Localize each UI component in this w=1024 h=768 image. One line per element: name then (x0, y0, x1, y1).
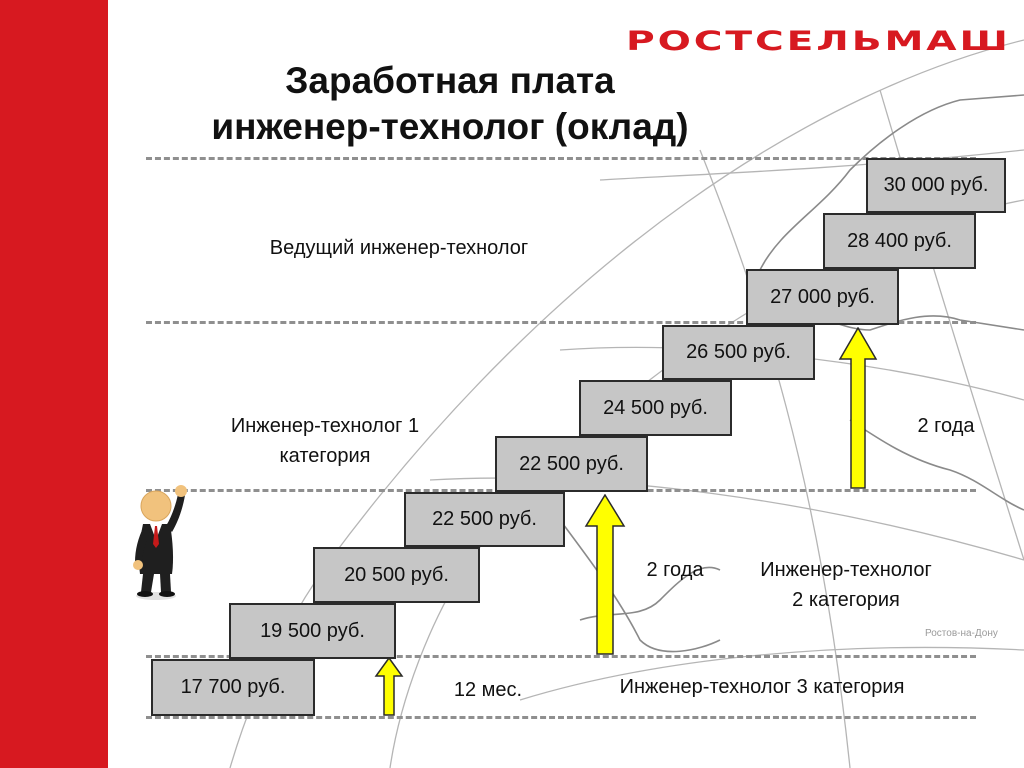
label-category-3: Инженер-технолог 3 категория (619, 676, 905, 698)
salary-step-4: 22 500 руб. (404, 492, 565, 547)
label-duration-2-years-lower: 2 года (646, 559, 704, 581)
label-duration-2-years-upper: 2 года (917, 415, 975, 437)
map-city-label: Ростов-на-Дону (925, 628, 998, 639)
salary-step-3: 20 500 руб. (313, 547, 480, 603)
salary-step-1: 17 700 руб. (151, 659, 315, 716)
level-divider-top (146, 157, 976, 160)
label-category-2-line-2: 2 категория (792, 589, 900, 611)
label-category-1-line-2: категория (279, 445, 371, 467)
label-leading-engineer: Ведущий инженер-технолог (269, 237, 529, 259)
title-line-1: Заработная плата (285, 60, 615, 101)
arrow-2-years-upper (838, 327, 878, 489)
salary-step-2: 19 500 руб. (229, 603, 396, 659)
brand-logo: РОСТСЕЛЬМАШ (626, 26, 1011, 57)
salary-step-8: 27 000 руб. (746, 269, 899, 325)
level-divider-cat2 (146, 655, 976, 658)
label-category-1: Инженер-технолог 1 категория (195, 411, 455, 471)
label-category-1-line-1: Инженер-технолог 1 (230, 415, 420, 437)
label-duration-12-months: 12 мес. (453, 679, 523, 701)
label-category-2-line-1: Инженер-технолог (760, 559, 932, 581)
level-divider-leading (146, 321, 976, 324)
salary-step-9: 28 400 руб. (823, 213, 976, 269)
arrow-2-years-lower (584, 494, 626, 655)
salary-step-10: 30 000 руб. (866, 158, 1006, 213)
page-title: Заработная плата инженер-технолог (оклад… (150, 58, 750, 150)
salary-step-6: 24 500 руб. (579, 380, 732, 436)
label-category-2: Инженер-технолог 2 категория (726, 555, 966, 615)
salary-step-5: 22 500 руб. (495, 436, 648, 492)
title-line-2: инженер-технолог (оклад) (211, 106, 689, 147)
person-figure (133, 485, 187, 600)
level-divider-bottom (146, 716, 976, 719)
arrow-12-months (374, 657, 404, 716)
salary-step-7: 26 500 руб. (662, 325, 815, 380)
red-sidebar-bar (0, 0, 108, 768)
